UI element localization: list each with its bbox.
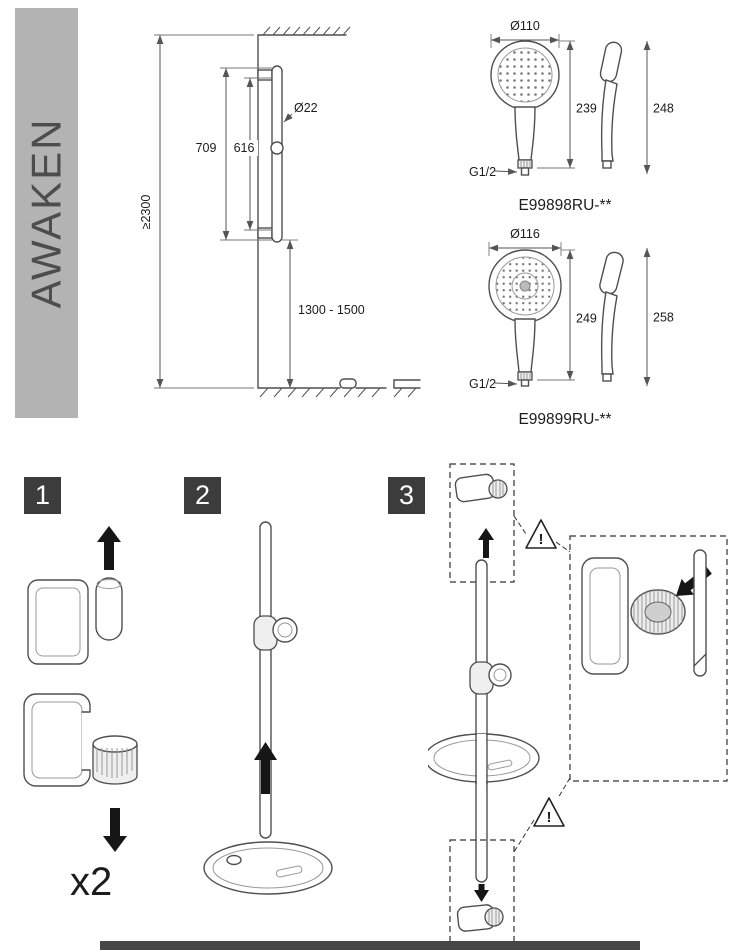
zoom-detail-content — [581, 549, 712, 677]
dim-side-height-1: 248 — [643, 41, 674, 174]
slider-holder — [253, 615, 298, 651]
dim-label-hole-distance: 616 — [234, 141, 255, 155]
warning-mark: ! — [547, 809, 552, 826]
ribbed-knob — [92, 735, 138, 785]
zoom-detail-frame — [569, 535, 728, 782]
dim-label-face-diameter-2: Ø116 — [510, 227, 540, 241]
up-arrow-icon — [97, 526, 121, 570]
dim-label-thread-2: G1/2 — [469, 377, 496, 391]
slide-bar-drawing — [257, 65, 284, 243]
dim-label-mount-range: 1300 - 1500 — [298, 303, 365, 317]
slider-holder — [469, 661, 512, 695]
dim-label-min-height: ≥2300 — [139, 195, 153, 230]
end-clip-bottom — [456, 904, 504, 932]
thread-nipple — [520, 379, 530, 387]
wall-bracket-bottom — [23, 693, 92, 787]
handshower-2-front-view — [488, 249, 562, 387]
step-3-badge: 3 — [388, 477, 425, 514]
step-1-badge: 1 — [24, 477, 61, 514]
slider-knob — [270, 141, 284, 155]
dim-thread-1: G1/2 — [469, 165, 518, 179]
dim-label-front-height-1: 239 — [576, 101, 597, 115]
dim-front-height-1: 239 — [537, 40, 597, 169]
ribbed-knob-detail — [630, 589, 686, 635]
dim-bar-length: 709 616 — [192, 67, 272, 241]
page-edge-bar — [100, 941, 640, 950]
step-2-number: 2 — [194, 480, 211, 510]
dim-mount-range: 1300 - 1500 — [282, 239, 365, 388]
glide-pin — [95, 577, 123, 641]
warning-triangle-top: ! — [525, 519, 557, 549]
up-arrow-icon — [254, 742, 277, 794]
handshower-1-front-view — [490, 40, 560, 176]
dim-label-front-height-2: 249 — [576, 311, 597, 325]
warning-mark: ! — [539, 531, 544, 548]
brand-name: AWAKEN — [22, 117, 70, 309]
step-3-number: 3 — [398, 480, 415, 510]
dim-label-bar-length: 709 — [196, 141, 217, 155]
dim-thread-2: G1/2 — [469, 377, 518, 391]
slide-bar — [475, 559, 488, 883]
soap-dish — [428, 733, 540, 785]
up-arrow-icon — [478, 528, 494, 558]
step-1-illustration — [23, 526, 138, 852]
step-2-badge: 2 — [184, 477, 221, 514]
wall-bracket-top — [27, 579, 89, 665]
end-clip-top — [454, 473, 508, 503]
quantity-label: x2 — [70, 860, 113, 904]
handshower-2-diagram: Ø116 249 G1/2 258 E99899RU-** — [469, 227, 674, 428]
down-arrow-icon — [103, 808, 127, 852]
step-1-number: 1 — [34, 480, 51, 510]
dim-label-side-height-2: 258 — [653, 310, 674, 324]
dim-overall-height: ≥2300 — [139, 34, 254, 389]
dim-front-height-2: 249 — [537, 249, 597, 381]
leader-lines — [513, 515, 571, 853]
handshower-1-side-view — [599, 41, 623, 169]
step-2-illustration — [203, 521, 333, 895]
thread-nipple — [520, 167, 530, 176]
wall-section — [257, 26, 351, 389]
down-arrow-icon — [474, 884, 489, 902]
model-number-1: E99898RU-** — [518, 197, 611, 214]
bar-end-detail — [693, 549, 707, 677]
dim-label-face-diameter-1: Ø110 — [510, 19, 540, 33]
dim-label-side-height-1: 248 — [653, 101, 674, 115]
soap-dish — [203, 841, 333, 895]
dim-label-thread-1: G1/2 — [469, 165, 496, 179]
warning-triangle-bottom: ! — [533, 797, 565, 827]
dim-side-height-2: 258 — [643, 248, 674, 386]
wall-mount-diagram: ≥2300 709 616 Ø22 1300 - 1500 — [139, 26, 421, 398]
detail-frame-bottom — [449, 839, 515, 943]
bracket-detail — [581, 557, 629, 675]
brand-banner: AWAKEN — [15, 8, 78, 418]
dim-label-bar-diameter: Ø22 — [294, 101, 318, 115]
step-3-illustration: ! ! — [428, 463, 728, 943]
handshower-2-side-view — [599, 251, 624, 382]
tub-rim-section — [257, 378, 421, 398]
model-number-2: E99899RU-** — [518, 411, 611, 428]
handshower-1-diagram: Ø110 239 G1/2 248 E99898RU-** — [469, 19, 674, 214]
dim-face-diameter-2: Ø116 — [488, 227, 562, 256]
dim-bar-diameter: Ø22 — [283, 101, 318, 123]
